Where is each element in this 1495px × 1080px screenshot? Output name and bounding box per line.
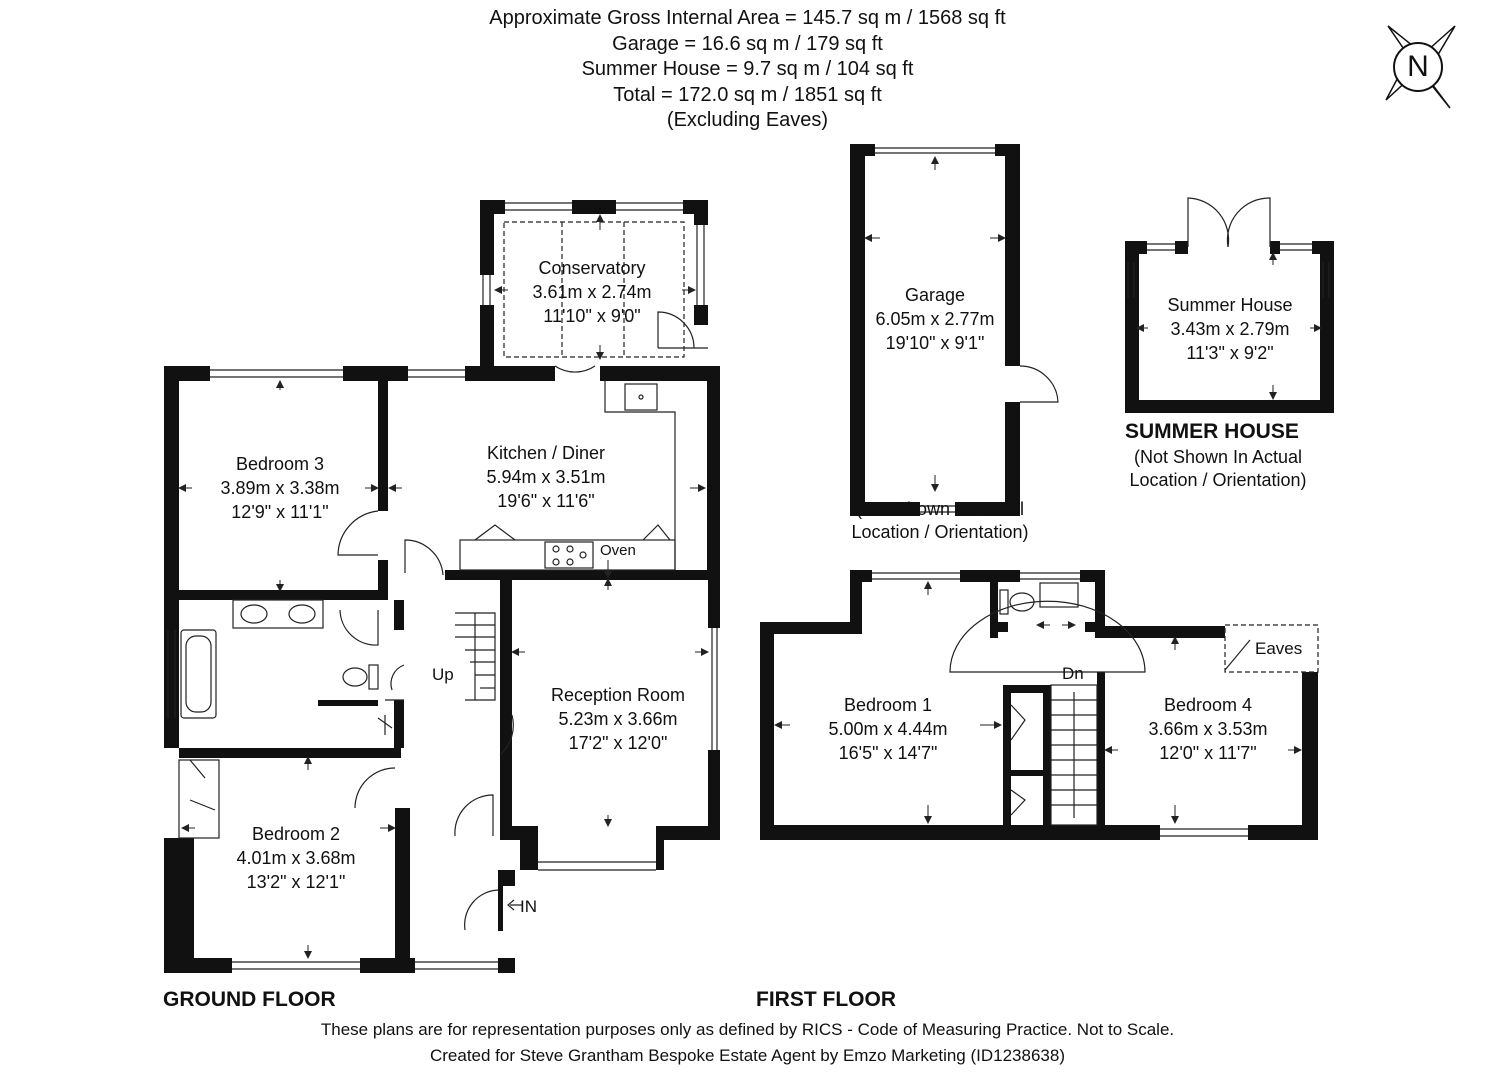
room-bedroom-1: Bedroom 1 5.00m x 4.44m 16'5" x 14'7": [808, 693, 968, 765]
room-metric: 3.89m x 3.38m: [220, 478, 340, 498]
compass-north-letter: N: [1407, 50, 1429, 83]
room-summer-house: Summer House 3.43m x 2.79m 11'3" x 9'2": [1150, 293, 1310, 365]
note-line: Location / Orientation): [851, 521, 1029, 542]
first-floor-dimension-arrows: [774, 581, 1302, 824]
room-name: Bedroom 1: [843, 695, 933, 715]
garage-area-text: Garage = 16.6 sq m / 179 sq ft: [612, 32, 883, 55]
ground-floor-dimension-arrows: [178, 214, 709, 959]
summer-house-fittings: [1127, 197, 1330, 298]
room-name: Bedroom 3: [235, 454, 325, 474]
room-kitchen-diner: Kitchen / Diner 5.94m x 3.51m 19'6" x 11…: [466, 441, 626, 513]
room-metric: 3.61m x 2.74m: [532, 282, 652, 302]
room-name: Garage: [904, 285, 966, 305]
total-area-text: Total = 172.0 sq m / 1851 sq ft: [613, 83, 882, 106]
summer-house-location-note: (Not Shown In Actual Location / Orientat…: [1118, 446, 1318, 491]
summer-house-area-text: Summer House = 9.7 sq m / 104 sq ft: [581, 58, 914, 80]
room-name: Bedroom 4: [1163, 695, 1253, 715]
room-imperial: 17'2" x 12'0": [568, 733, 668, 753]
room-conservatory: Conservatory 3.61m x 2.74m 11'10" x 9'0": [512, 256, 672, 328]
gross-area-text: Approximate Gross Internal Area = 145.7 …: [489, 7, 1006, 29]
excluding-eaves-text: (Excluding Eaves): [666, 109, 829, 131]
ground-floor-heading: GROUND FLOOR: [163, 988, 336, 1011]
credit-text: Created for Steve Grantham Bespoke Estat…: [429, 1046, 1065, 1065]
room-imperial: 19'6" x 11'6": [497, 491, 595, 511]
room-reception: Reception Room 5.23m x 3.66m 17'2" x 12'…: [538, 683, 698, 755]
ground-floor-fittings: [167, 202, 718, 970]
summer-house-heading: SUMMER HOUSE: [1125, 420, 1299, 443]
room-imperial: 11'3" x 9'2": [1186, 343, 1274, 363]
first-floor-heading: FIRST FLOOR: [756, 988, 896, 1011]
north-compass-icon: [1385, 25, 1456, 109]
room-garage: Garage 6.05m x 2.77m 19'10" x 9'1": [855, 283, 1015, 355]
room-bedroom-3: Bedroom 3 3.89m x 3.38m 12'9" x 11'1": [200, 452, 360, 524]
note-line: (Not Shown In Actual: [1133, 447, 1303, 467]
room-imperial: 11'10" x 9'0": [543, 306, 641, 326]
room-imperial: 19'10" x 9'1": [885, 333, 985, 353]
summer-house-dimension-arrows: [1136, 252, 1322, 400]
note-line: Location / Orientation): [1129, 469, 1307, 490]
room-imperial: 16'5" x 14'7": [838, 743, 938, 763]
room-metric: 5.94m x 3.51m: [486, 467, 606, 487]
garage-fittings: [875, 147, 1059, 513]
room-metric: 4.01m x 3.68m: [236, 848, 356, 868]
room-metric: 3.66m x 3.53m: [1148, 719, 1268, 739]
stairs-up-label: Up: [432, 665, 454, 684]
room-metric: 6.05m x 2.77m: [875, 309, 995, 329]
garage-walls: [850, 144, 1020, 516]
room-name: Bedroom 2: [251, 824, 341, 844]
disclaimer-text: These plans are for representation purpo…: [320, 1020, 1175, 1039]
first-floor-fittings: [872, 572, 1319, 837]
room-metric: 5.23m x 3.66m: [558, 709, 678, 729]
entrance-label: IN: [520, 897, 537, 916]
room-name: Kitchen / Diner: [486, 443, 606, 463]
garage-dimension-arrows: [864, 156, 1006, 492]
garage-location-note: (Not Shown In Actual Location / Orientat…: [840, 498, 1040, 543]
room-name: Reception Room: [550, 685, 686, 705]
room-name: Conservatory: [538, 258, 646, 278]
note-line: (Not Shown In Actual: [855, 499, 1025, 519]
room-imperial: 12'0" x 11'7": [1159, 743, 1257, 763]
oven-label: Oven: [600, 542, 636, 559]
room-metric: 3.43m x 2.79m: [1170, 319, 1290, 339]
room-bedroom-4: Bedroom 4 3.66m x 3.53m 12'0" x 11'7": [1128, 693, 1288, 765]
room-imperial: 12'9" x 11'1": [231, 502, 329, 522]
room-imperial: 13'2" x 12'1": [246, 872, 346, 892]
area-summary: Approximate Gross Internal Area = 145.7 …: [0, 6, 1495, 134]
room-name: Summer House: [1167, 295, 1293, 315]
room-metric: 5.00m x 4.44m: [828, 719, 948, 739]
eaves-label: Eaves: [1255, 639, 1303, 658]
room-bedroom-2: Bedroom 2 4.01m x 3.68m 13'2" x 12'1": [216, 822, 376, 894]
first-floor-walls: [760, 570, 1318, 840]
stairs-down-label: Dn: [1062, 664, 1084, 683]
